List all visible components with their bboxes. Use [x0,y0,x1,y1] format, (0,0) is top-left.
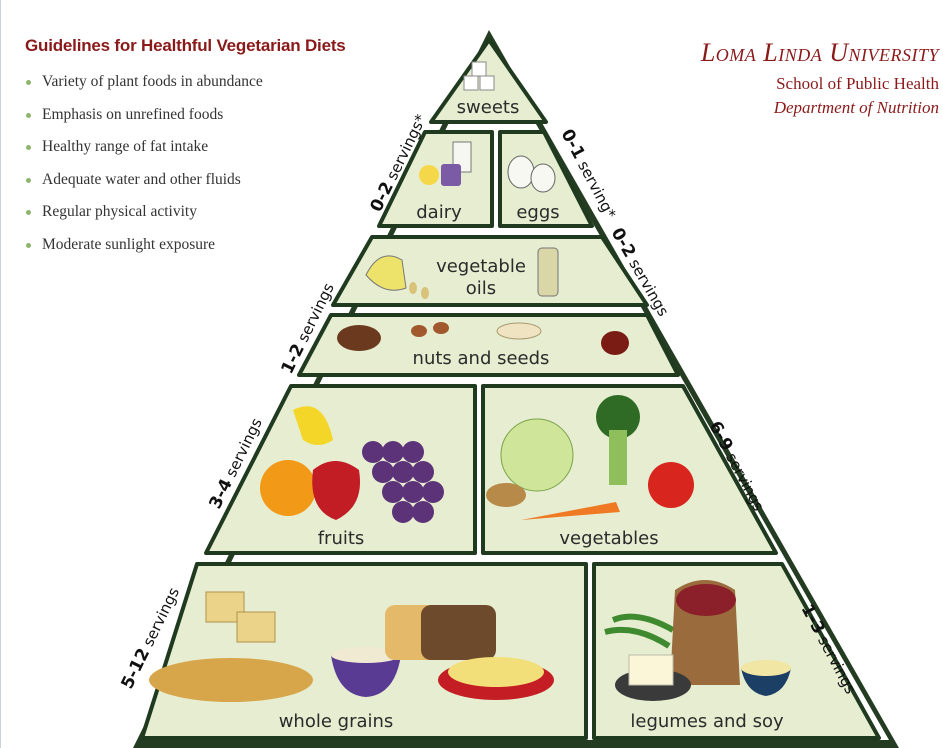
tier-whole-grains: whole grains [142,564,586,738]
tier-label-sweets: sweets [457,97,520,118]
tier-fruits: fruits [206,386,475,553]
tier-label-fruits: fruits [318,528,365,549]
tier-sweets: sweets [431,40,546,122]
tier-label-oils-line2: oils [466,278,496,299]
tier-label-legumes: legumes and soy [630,711,784,732]
tier-vegetable-oils: vegetable oils [333,237,647,305]
tier-label-nuts: nuts and seeds [413,348,550,369]
tier-label-eggs: eggs [516,202,559,223]
tier-nuts-and-seeds: nuts and seeds [299,315,678,375]
tier-label-whole-grains: whole grains [279,711,394,732]
tier-label-oils-line1: vegetable [436,256,526,277]
tier-label-vegetables: vegetables [559,528,658,549]
tier-label-dairy: dairy [416,202,462,223]
